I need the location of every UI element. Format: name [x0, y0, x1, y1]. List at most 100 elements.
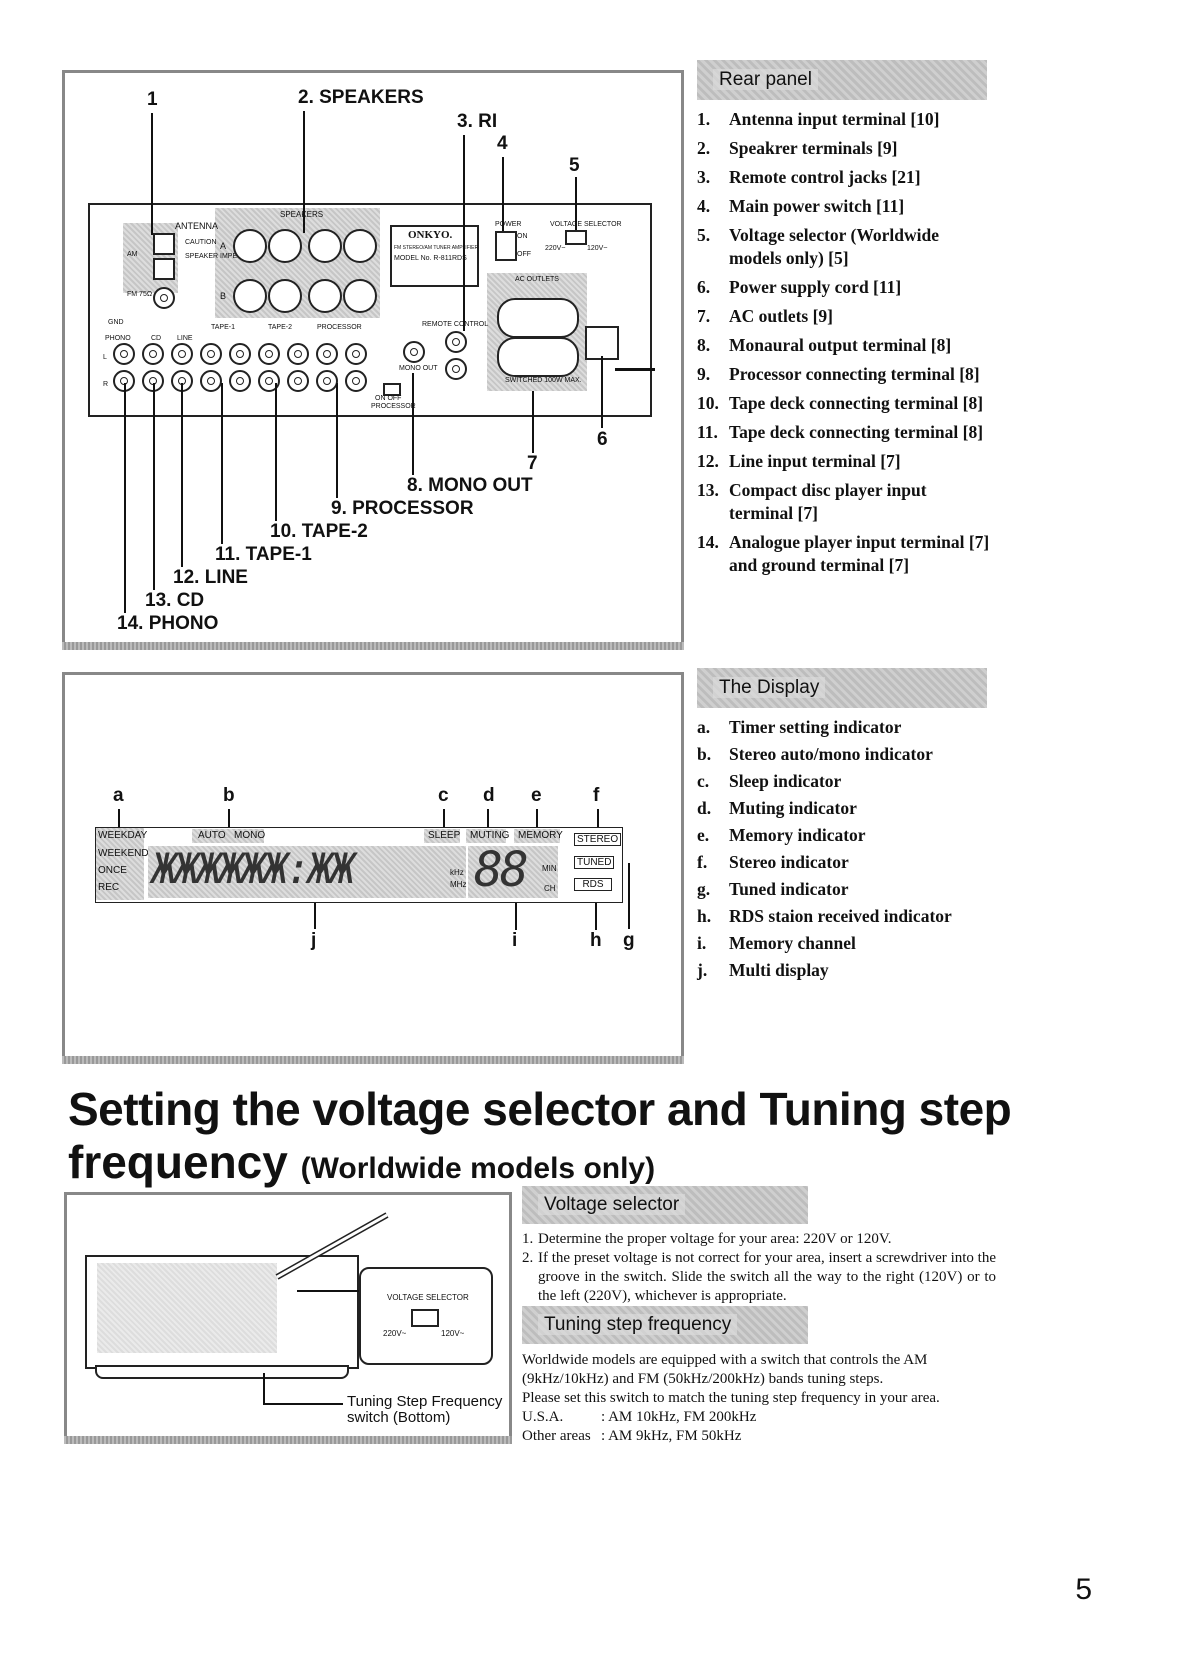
section-title-frequency: frequency [68, 1136, 288, 1188]
tuning-switch-caption-1: Tuning Step Frequency [347, 1393, 503, 1410]
v220-label: 220V~ [545, 245, 566, 252]
multi-display-area [148, 846, 466, 898]
page-number: 5 [1075, 1573, 1092, 1606]
receiver-terminals-shade [97, 1263, 277, 1353]
voltage-figure: VOLTAGE SELECTOR 220V~ 120V~ Tuning Step… [64, 1192, 512, 1444]
leader-line-14 [124, 383, 126, 613]
inset-120-label: 120V~ [441, 1329, 465, 1338]
callout-b: b [223, 785, 235, 806]
leader-line-2 [303, 111, 305, 233]
tuning-switch-leader-h [263, 1403, 343, 1405]
voltage-figure-frame-bottom [64, 1436, 512, 1444]
remote-control-jack [445, 331, 467, 353]
muting-indicator: MUTING [470, 830, 510, 841]
list-item: e.Memory indicator [697, 825, 866, 845]
leader-line-11 [221, 383, 223, 544]
tuned-indicator: TUNED [574, 856, 615, 869]
list-item: 6.Power supply cord [11] [697, 277, 902, 297]
line-jack [171, 343, 193, 365]
processor-switch [383, 383, 401, 396]
processor-in-jack [345, 343, 367, 365]
list-item: 1.Antenna input terminal [10] [697, 109, 940, 129]
leader-line-f [597, 809, 599, 833]
power-cord [615, 368, 655, 371]
leader-line-i [515, 890, 517, 930]
tape2-device-label: TAPE-2 [268, 324, 292, 331]
gnd-label: GND [108, 319, 124, 326]
leader-line-c [443, 809, 445, 829]
speaker-terminal [343, 229, 377, 263]
inset-leader-line [297, 1290, 359, 1292]
voltage-step-2: 2. If the preset voltage is not correct … [522, 1249, 996, 1306]
inset-voltage-switch [411, 1309, 439, 1327]
leader-line-12 [181, 383, 183, 567]
speaker-a-label: A [220, 241, 227, 251]
voltage-step-1: 1. Determine the proper voltage for your… [522, 1230, 996, 1249]
callout-14: 14. PHONO [117, 613, 219, 634]
processor-onoff-label: ON OFF [375, 395, 402, 402]
tape2-rec-jack [258, 343, 280, 365]
callout-1: 1 [147, 89, 158, 110]
callout-d: d [483, 785, 495, 806]
list-item: 4.Main power switch [11] [697, 196, 905, 216]
min-label: MIN [542, 864, 557, 873]
voltage-step-1-text: Determine the proper voltage for your ar… [538, 1231, 892, 1247]
list-item: 10.Tape deck connecting terminal [8] [697, 393, 984, 413]
list-item: g.Tuned indicator [697, 879, 849, 899]
power-cord-plug [585, 326, 619, 360]
muting-area [466, 829, 506, 843]
speaker-impedance-label: SPEAKER IMPEDANCE [185, 253, 262, 260]
leader-line-e [536, 809, 538, 829]
line-jack [171, 370, 193, 392]
voltage-step-2-num: 2. [522, 1250, 534, 1266]
callout-e: e [531, 785, 542, 806]
weekday-indicator: WEEKDAY [98, 830, 148, 841]
cd-jack [142, 343, 164, 365]
tape1-rec-jack [200, 370, 222, 392]
rear-panel-header: Rear panel [697, 60, 987, 100]
antenna-terminal-fm [153, 258, 175, 280]
rear-panel-figure: ANTENNA SPEAKERS CAUTION SPEAKER IMPEDAN… [62, 70, 684, 650]
list-item: 12.Line input terminal [7] [697, 451, 901, 471]
speaker-terminal [268, 279, 302, 313]
list-item: 13.Compact disc player input terminal [7… [697, 480, 927, 523]
power-off-label: OFF [517, 251, 531, 258]
ac-outlet [497, 298, 579, 338]
mono-out-jack [403, 341, 425, 363]
speaker-terminal [268, 229, 302, 263]
leader-line-h [595, 890, 597, 930]
callout-c: c [438, 785, 449, 806]
usa-label: U.S.A. [522, 1409, 564, 1425]
list-item: d.Muting indicator [697, 798, 857, 818]
callout-i: i [512, 930, 518, 951]
list-item: 3.Remote control jacks [21] [697, 167, 921, 187]
right-channel-label: R [103, 381, 109, 388]
speaker-terminal [343, 279, 377, 313]
callout-10: 10. TAPE-2 [270, 521, 368, 542]
multi-display-segments: ЖЖЖЖЖЖ:ЖЖ [152, 844, 356, 893]
fl-display-window: WEEKDAY WEEKEND ONCE REC AUTO MONO SLEEP… [95, 827, 623, 903]
tape1-play-jack [229, 370, 251, 392]
khz-label: kHz [450, 868, 464, 877]
callout-a: a [113, 785, 124, 806]
tuning-switch-caption-2: switch (Bottom) [347, 1409, 451, 1426]
mono-out-device-label: MONO OUT [399, 365, 438, 372]
voltage-step-2-text: If the preset voltage is not correct for… [538, 1250, 996, 1304]
list-item: h.RDS staion received indicator [697, 906, 952, 926]
power-on-label: ON [517, 233, 528, 240]
callout-5: 5 [569, 155, 580, 176]
tape2-play-jack [287, 370, 309, 392]
inset-220-label: 220V~ [383, 1329, 407, 1338]
other-areas-value: : AM 9kHz, FM 50kHz [601, 1428, 742, 1444]
remote-control-label: REMOTE CONTROL [422, 321, 489, 328]
processor-out-jack [316, 343, 338, 365]
callout-12: 12. LINE [173, 567, 248, 588]
display-figure: a b c d e f j i h g WEEKDAY WEEKEND ONCE… [62, 672, 684, 1062]
antenna-terminal-am [153, 233, 175, 255]
screwdriver-icon [275, 1212, 389, 1280]
list-item: f.Stereo indicator [697, 852, 849, 872]
callout-8: 8. MONO OUT [407, 475, 533, 496]
am-label: AM [127, 251, 138, 258]
once-indicator: ONCE [98, 865, 127, 876]
model-line-2: MODEL No. R-811RDS [394, 255, 467, 262]
